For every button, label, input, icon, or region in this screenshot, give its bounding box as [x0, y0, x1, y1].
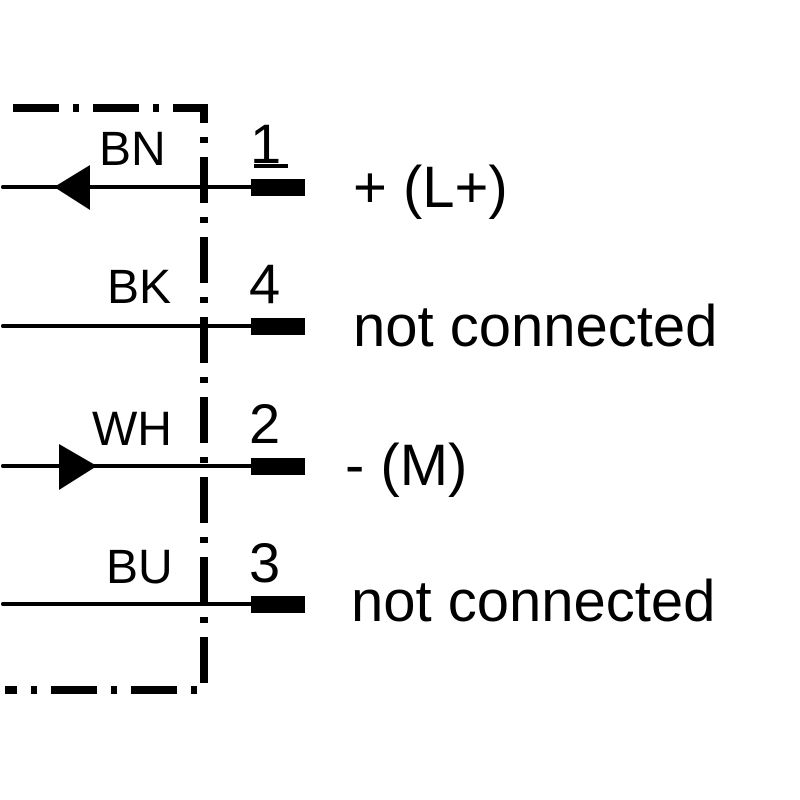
signal-label: not connected	[353, 294, 717, 359]
wire-row: BU 3 not connected	[1, 531, 715, 634]
signal-label: not connected	[351, 569, 715, 634]
pin-number-underline	[254, 164, 288, 168]
pin-contact	[251, 179, 305, 196]
housing-boundary	[5, 104, 208, 694]
pin-number: 2	[249, 392, 280, 455]
wire-color-label: WH	[92, 403, 172, 456]
wire-row: BK 4 not connected	[1, 252, 717, 359]
pin-contact	[251, 596, 305, 613]
signal-label: + (L+)	[353, 155, 508, 220]
signal-label: - (M)	[345, 433, 467, 498]
wire-row: BN 1 + (L+)	[1, 112, 508, 220]
wire-color-label: BU	[106, 541, 173, 594]
pin-number: 4	[249, 252, 280, 315]
pin-number: 3	[249, 531, 280, 594]
wire-color-label: BK	[107, 261, 171, 314]
arrow-right-icon	[59, 444, 97, 490]
pin-contact	[251, 458, 305, 475]
arrow-left-icon	[54, 165, 90, 210]
wire-row: WH 2 - (M)	[1, 392, 467, 498]
wire-color-label: BN	[99, 123, 166, 176]
pin-contact	[251, 318, 305, 335]
